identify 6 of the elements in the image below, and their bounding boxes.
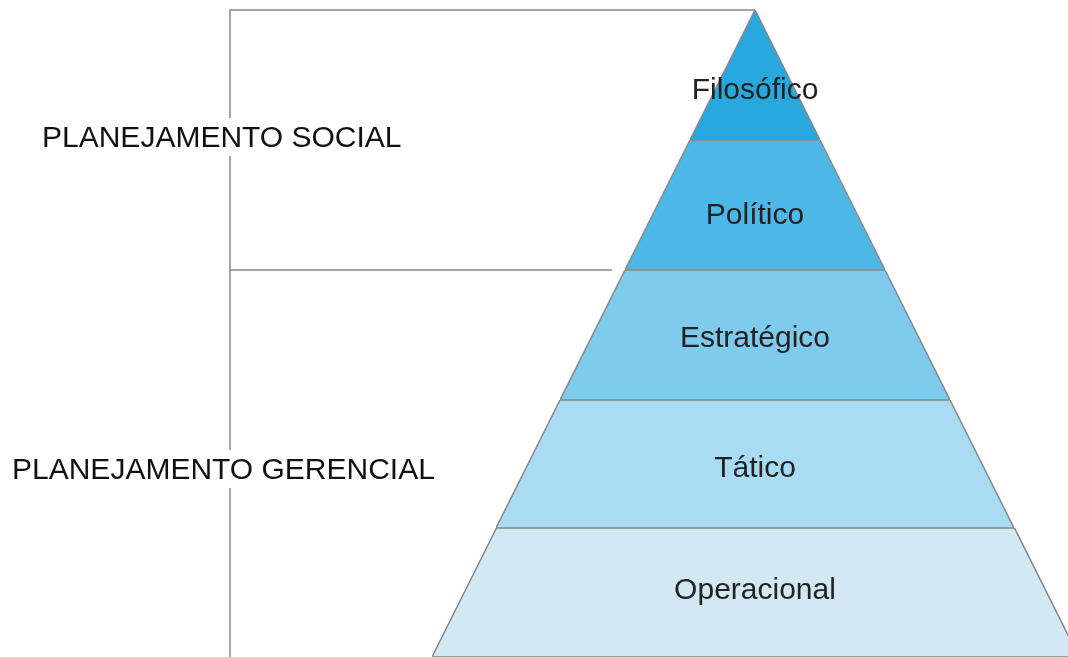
planning-group-label: PLANEJAMENTO GERENCIAL: [12, 450, 435, 488]
level-label: Estratégico: [678, 320, 832, 354]
planning-group-label: PLANEJAMENTO SOCIAL: [42, 118, 402, 156]
level-label: Operacional: [673, 572, 837, 606]
level-label: Tático: [713, 450, 797, 484]
level-label: Político: [704, 197, 806, 231]
